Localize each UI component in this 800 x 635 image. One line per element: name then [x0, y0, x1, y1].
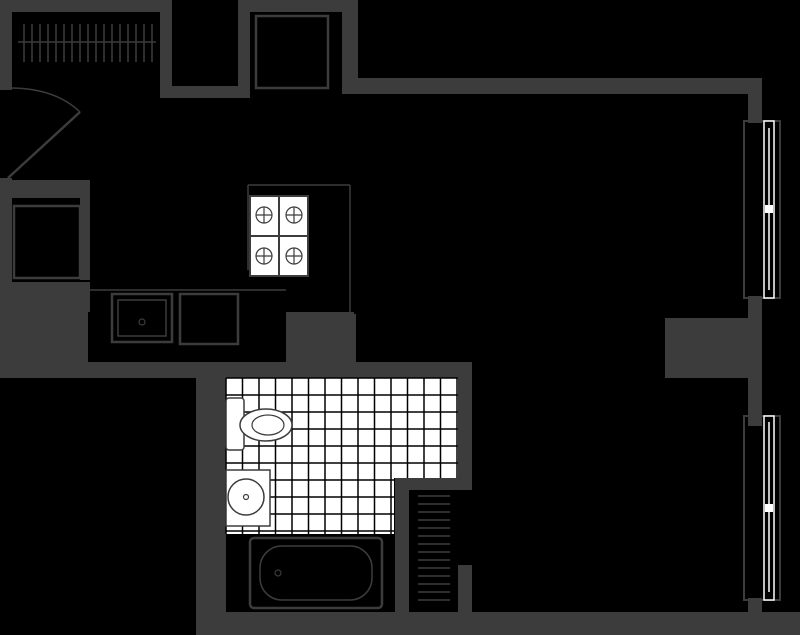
toilet [225, 397, 293, 451]
windows [743, 120, 781, 601]
bathtub [248, 536, 384, 610]
window-lower [743, 415, 781, 601]
foyer-label: Foyer [92, 141, 118, 152]
closet-top [18, 24, 156, 62]
sleep-alcove-dims: 9'-6" x 6'-5" [581, 493, 633, 504]
dishwasher-box [178, 292, 240, 346]
living-dining-dims: 14'-1" x 9'-6" [519, 234, 575, 245]
washer-dryer-label: W/D [282, 47, 302, 58]
bath-tile-floor [225, 377, 458, 534]
entry-door [7, 87, 81, 179]
stove [249, 195, 309, 277]
refrigerator-label: REF [38, 238, 58, 249]
dishwasher-label: DW [199, 313, 217, 324]
sleep-alcove-label: Sleep Alcove 9'-6" x 6'-5" [578, 482, 636, 504]
kitchen-sink [110, 292, 174, 344]
living-dining-label: Living/Dining Room 14'-1" x 9'-6" [504, 223, 591, 245]
refrigerator-box [12, 204, 82, 280]
bathroom-sink [225, 469, 271, 527]
window-upper [743, 120, 781, 299]
closet-bath [418, 495, 450, 601]
washer-dryer-box [254, 14, 330, 90]
kitchen-counter [88, 184, 351, 312]
living-dining-name: Living/Dining Room [503, 223, 591, 234]
sleep-alcove-name: Sleep Alcove [578, 482, 636, 493]
